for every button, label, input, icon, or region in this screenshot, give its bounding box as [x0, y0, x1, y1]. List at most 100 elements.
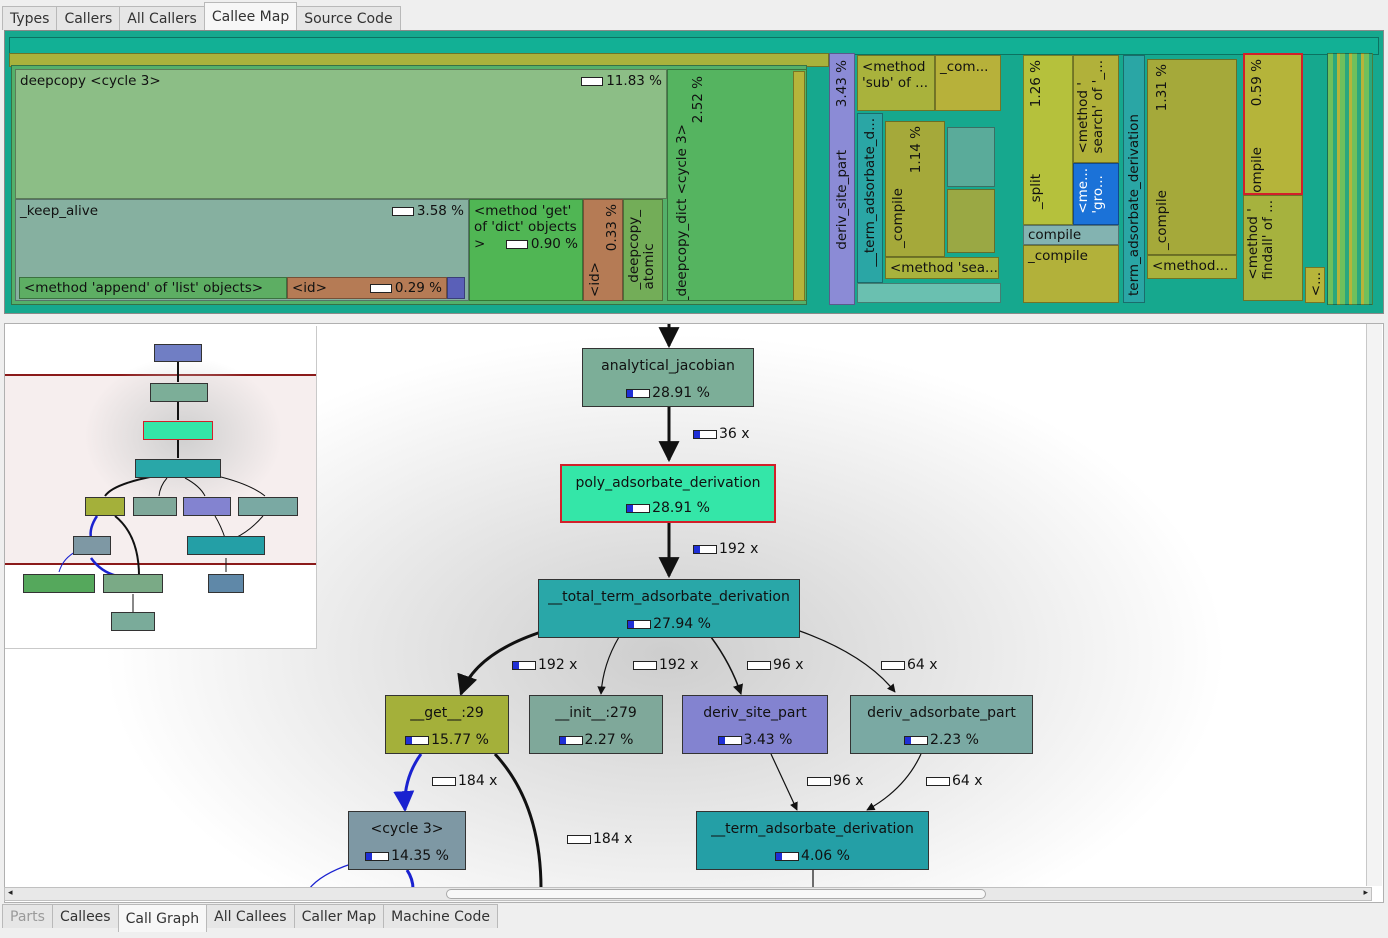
poly-name: poly_adsorbate_derivation [575, 475, 761, 491]
lt-dots-label: <... [1308, 272, 1324, 297]
tab-caller-map[interactable]: Caller Map [293, 904, 385, 928]
deepcopy-dict-pct: 2.52 % [690, 76, 706, 124]
minimap-node-14 [111, 612, 155, 631]
call-graph-minimap[interactable] [5, 326, 317, 649]
minimap-node-6 [133, 497, 177, 516]
edge-total-deriv-site [710, 636, 743, 695]
node-term-adsorbate-derivation[interactable]: __term_adsorbate_derivation 4.06 % [696, 811, 929, 870]
tab-all-callers[interactable]: All Callers [119, 6, 205, 30]
node-total-term-adsorbate[interactable]: __total_term_adsorbate_derivation 27.94 … [538, 579, 800, 638]
poly-pct-text: 28.91 % [652, 500, 710, 516]
treemap-compile-5[interactable]: _compile 0.59 % [1243, 53, 1303, 195]
dict-get-label-1: <method 'get' [474, 203, 572, 219]
treemap-method-sub[interactable]: <method 'sub' of ... [857, 55, 935, 111]
node-init[interactable]: __init__:279 2.27 % [529, 695, 663, 754]
edge-label-text: 192 x [659, 657, 699, 673]
treemap-compile-4[interactable]: _compile 1.31 % [1147, 59, 1237, 255]
get-pct: 15.77 % [386, 732, 508, 748]
treemap-me-gro[interactable]: <me... 'gro... [1073, 163, 1119, 225]
node-cycle3[interactable]: <cycle 3> 14.35 % [348, 811, 466, 870]
deriv-adsorbate-pct: 2.23 % [851, 732, 1032, 748]
edge-deriv-adsorbate-term [866, 753, 922, 811]
edge-get-down [493, 752, 543, 890]
horizontal-scroll-thumb[interactable] [446, 889, 986, 899]
node-analytical-jacobian[interactable]: analytical_jacobian 28.91 % [582, 348, 754, 407]
treemap-list-append[interactable]: <method 'append' of 'list' objects> [19, 277, 287, 299]
treemap-id-vertical[interactable]: 0.33 % <id> [583, 199, 623, 301]
treemap-split[interactable]: _split 1.26 % [1023, 55, 1073, 225]
keep-alive-label: _keep_alive [20, 203, 99, 219]
com-label: _com... [940, 59, 989, 75]
treemap-deepcopy-atomic[interactable]: _deepcopy_ atomic [623, 199, 663, 301]
tab-source-code[interactable]: Source Code [296, 6, 401, 30]
edge-label-184x-a: 184 x [432, 773, 497, 789]
get-name: __get__:29 [410, 705, 484, 721]
tab-machine-code[interactable]: Machine Code [383, 904, 498, 928]
deepcopy-pct-text: 11.83 % [606, 73, 662, 89]
dict-get-pct-text: 0.90 % [530, 236, 578, 252]
treemap-term-adsorbate-derivation[interactable]: term_adsorbate_derivation [1123, 55, 1145, 303]
treemap-compile-3[interactable]: _compile [1023, 245, 1119, 303]
treemap-method-sea[interactable]: <method 'sea... [885, 257, 999, 279]
graph-horizontal-scrollbar[interactable]: ◂ ▸ [4, 887, 1372, 901]
treemap-deepcopy-dict[interactable]: _deepcopy_dict <cycle 3> 2.52 % [667, 69, 807, 301]
edge-total-get [457, 630, 542, 696]
treemap-dict-get[interactable]: <method 'get' of 'dict' objects > 0.90 % [469, 199, 583, 301]
id-v-pct: 0.33 % [604, 204, 620, 252]
treemap-small-blue[interactable] [447, 277, 465, 299]
deepcopy-pct: 11.83 % [581, 73, 662, 89]
tab-call-graph[interactable]: Call Graph [117, 904, 208, 932]
tab-all-callees[interactable]: All Callees [206, 904, 295, 928]
edge-label-192x-b: 192 x [512, 657, 577, 673]
treemap-method-search[interactable]: <method ' search' of '_... [1073, 55, 1119, 163]
treemap-deriv-site-part[interactable]: deriv_site_part 3.43 % [829, 53, 855, 305]
treemap-lt-dots[interactable]: <... [1305, 267, 1325, 303]
tab-parts-label: Parts [10, 908, 45, 925]
minimap-node-2 [150, 383, 208, 402]
call-graph-panel[interactable]: analytical_jacobian 28.91 % poly_adsorba… [4, 323, 1384, 903]
node-deriv-site-part[interactable]: deriv_site_part 3.43 % [682, 695, 828, 754]
treemap-com[interactable]: _com... [935, 55, 1001, 111]
node-get[interactable]: __get__:29 15.77 % [385, 695, 509, 754]
edge-total-init [597, 636, 620, 695]
tab-types[interactable]: Types [2, 6, 58, 30]
compile5-label: _compile [1249, 147, 1265, 195]
tab-machine-code-label: Machine Code [391, 908, 490, 925]
cycle3-pct: 14.35 % [349, 848, 465, 864]
split-label: _split [1028, 174, 1044, 210]
edge-label-text: 64 x [907, 657, 938, 673]
tab-all-callers-label: All Callers [127, 10, 197, 27]
deepcopy-label: deepcopy <cycle 3> [20, 73, 161, 89]
tab-callee-map[interactable]: Callee Map [203, 2, 298, 30]
treemap-findall[interactable]: <method ' findall' of ... [1243, 195, 1303, 301]
cycle3-pct-text: 14.35 % [391, 848, 449, 864]
treemap-deepcopy-cycle3[interactable]: deepcopy <cycle 3> 11.83 % [15, 69, 667, 199]
treemap-compile-1[interactable]: _compile 1.14 % [885, 121, 945, 257]
node-poly-adsorbate-derivation[interactable]: poly_adsorbate_derivation 28.91 % [560, 464, 776, 523]
method-sub-label-1: <method [862, 59, 926, 75]
deriv-adsorbate-name: deriv_adsorbate_part [867, 705, 1016, 721]
treemap-term-adsorbate-d[interactable]: __term_adsorbate_d... [857, 113, 883, 283]
treemap-id[interactable]: <id> 0.29 % [287, 277, 447, 299]
treemap-method-dots[interactable]: <method... [1147, 255, 1237, 279]
minimap-node-11 [23, 574, 95, 593]
analytical-jacobian-pct: 28.91 % [583, 385, 753, 401]
total-term-pct-text: 27.94 % [653, 616, 711, 632]
deriv-site-pct: 3.43 % [834, 60, 850, 108]
analytical-jacobian-name: analytical_jacobian [601, 358, 735, 374]
bottom-tab-bar: Parts Callees Call Graph All Callees Cal… [2, 904, 498, 934]
tab-callers[interactable]: Callers [56, 6, 121, 30]
keep-alive-pct-text: 3.58 % [416, 203, 464, 219]
scroll-right-arrow-icon[interactable]: ▸ [1363, 888, 1368, 898]
graph-vertical-scrollbar[interactable] [1366, 324, 1382, 886]
tab-source-code-label: Source Code [304, 10, 393, 27]
minimap-edges [58, 362, 266, 612]
deriv-site-label: deriv_site_part [834, 150, 850, 250]
node-deriv-adsorbate-part[interactable]: deriv_adsorbate_part 2.23 % [850, 695, 1033, 754]
tab-callees[interactable]: Callees [51, 904, 119, 928]
tab-parts[interactable]: Parts [2, 904, 53, 928]
treemap-compile-2[interactable]: compile [1023, 225, 1119, 245]
callee-treemap[interactable]: deepcopy <cycle 3> 11.83 % _keep_alive 3… [4, 30, 1384, 314]
scroll-left-arrow-icon[interactable]: ◂ [8, 888, 13, 898]
edge-label-96x-b: 96 x [807, 773, 864, 789]
